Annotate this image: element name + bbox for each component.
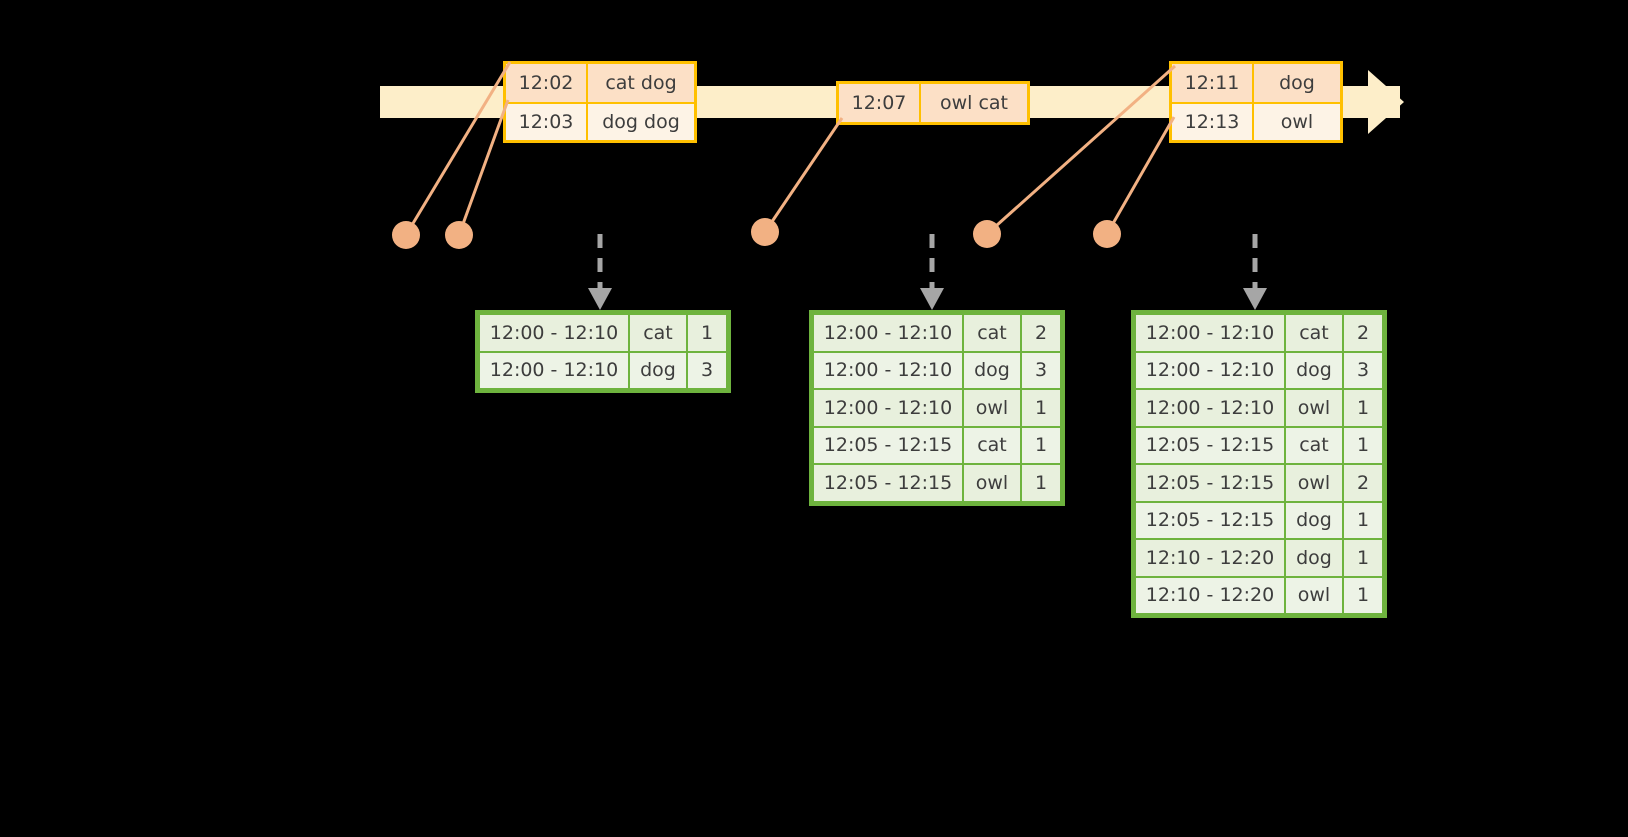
cell-window: 12:00 - 12:10 [1135,314,1285,352]
event-time: 12:02 [506,64,588,102]
cell-count: 1 [1021,389,1061,427]
cell-word: owl [1285,389,1343,427]
cell-window: 12:05 - 12:15 [1135,501,1285,539]
cell-word: owl [963,389,1021,427]
event-words: owl cat [939,92,1009,114]
cell-window: 12:00 - 12:10 [1135,351,1285,389]
event-row: 12:07 owl cat [839,84,1027,122]
cell-count: 3 [1343,351,1383,389]
cell-window: 12:05 - 12:15 [1135,426,1285,464]
cell-window: 12:10 - 12:20 [1135,576,1285,614]
event-row: 12:11 dog [1172,64,1340,102]
event-words: cat dog [605,72,677,94]
cell-count: 2 [1343,314,1383,352]
cell-count: 1 [1343,426,1383,464]
event-row: 12:02 cat dog [506,64,694,102]
event-marker-dot [445,221,473,249]
cell-word: cat [1285,314,1343,352]
cell-word: dog [1285,351,1343,389]
cell-word: dog [1285,539,1343,577]
cell-word: dog [629,351,687,389]
event-group-3: 12:11 dog 12:13 owl [1169,61,1343,143]
cell-window: 12:10 - 12:20 [1135,539,1285,577]
arrow-down-icon [920,288,944,310]
cell-window: 12:00 - 12:10 [813,314,963,352]
cell-count: 1 [1021,426,1061,464]
event-group-2: 12:07 owl cat [836,81,1030,125]
event-marker-dot [1093,220,1121,248]
cell-window: 12:00 - 12:10 [479,351,629,389]
cell-word: cat [1285,426,1343,464]
cell-window: 12:05 - 12:15 [813,426,963,464]
event-group-1: 12:02 cat dog 12:03 dog dog [503,61,697,143]
cell-count: 1 [1343,389,1383,427]
cell-count: 3 [687,351,727,389]
cell-word: dog [1285,501,1343,539]
connector-line [457,99,510,236]
event-time: 12:03 [506,104,588,140]
cell-count: 2 [1343,464,1383,502]
cell-window: 12:00 - 12:10 [813,351,963,389]
cell-count: 1 [1343,576,1383,614]
event-words: owl [1280,111,1314,133]
cell-word: owl [1285,576,1343,614]
cell-window: 12:00 - 12:10 [813,389,963,427]
connector-line [763,117,844,233]
event-words: dog dog [602,111,680,133]
event-marker-dot [392,221,420,249]
cell-word: dog [963,351,1021,389]
event-row: 12:03 dog dog [506,102,694,140]
cell-word: cat [963,426,1021,464]
cell-word: owl [1285,464,1343,502]
cell-window: 12:05 - 12:15 [813,464,963,502]
event-words: dog [1279,72,1315,94]
cell-window: 12:05 - 12:15 [1135,464,1285,502]
event-marker-dot [751,218,779,246]
cell-count: 3 [1021,351,1061,389]
cell-count: 1 [1343,539,1383,577]
event-row: 12:13 owl [1172,102,1340,140]
cell-word: cat [963,314,1021,352]
arrow-down-icon [1243,288,1267,310]
cell-count: 2 [1021,314,1061,352]
cell-word: owl [963,464,1021,502]
cell-count: 1 [1021,464,1061,502]
arrow-down-icon [588,288,612,310]
event-marker-dot [973,220,1001,248]
arrow-right-icon [1368,70,1404,134]
cell-count: 1 [687,314,727,352]
connector-line [1105,116,1176,235]
cell-count: 1 [1343,501,1383,539]
cell-window: 12:00 - 12:10 [1135,389,1285,427]
event-time: 12:13 [1172,104,1254,140]
event-time: 12:11 [1172,64,1254,102]
event-time: 12:07 [839,84,921,122]
cell-word: cat [629,314,687,352]
cell-window: 12:00 - 12:10 [479,314,629,352]
